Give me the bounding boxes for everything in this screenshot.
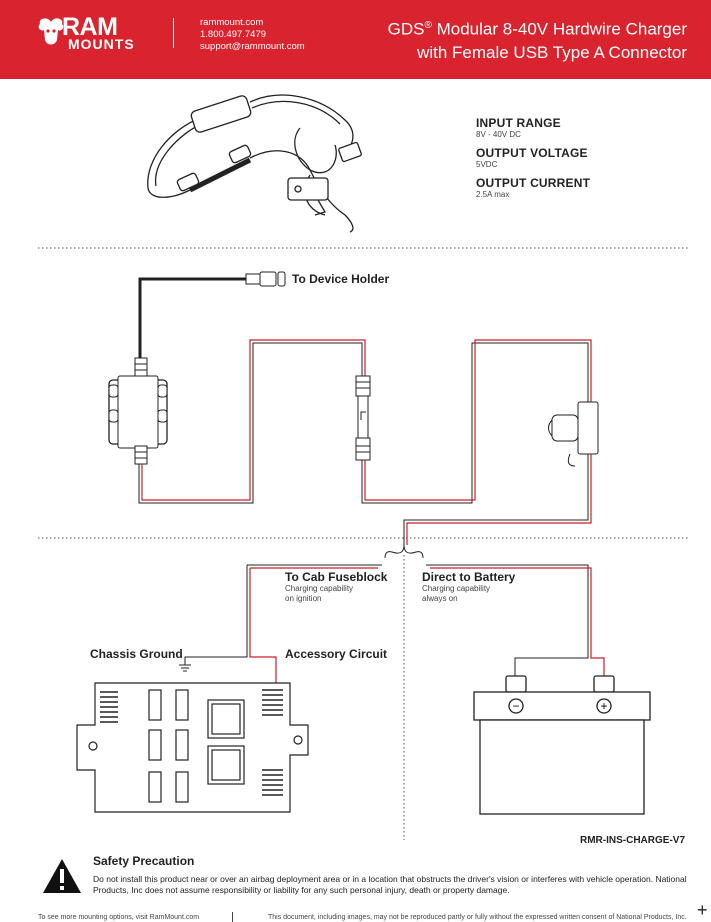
label-to-cab-fuseblock: To Cab Fuseblock (285, 570, 388, 584)
registered-mark: ® (424, 20, 432, 31)
phone-number: 1.800.497.7479 (200, 29, 267, 40)
email-link[interactable]: support@rammount.com (200, 41, 305, 52)
title-line2: with Female USB Type A Connector (417, 42, 687, 62)
note-battery: Charging capability always on (422, 584, 490, 604)
footer-left: To see more mounting options, visit RamM… (38, 914, 200, 921)
wiring-diagram (108, 271, 605, 690)
spec-output-voltage: OUTPUT VOLTAGE 5VDC (476, 146, 588, 169)
ram-head-icon (38, 18, 64, 45)
spec-value: 8V - 40V DC (476, 130, 521, 139)
fuse-block-slots (100, 689, 283, 796)
spec-input-range: INPUT RANGE 8V - 40V DC (476, 116, 561, 139)
website-link[interactable]: rammount.com (200, 17, 264, 28)
battery-positive-symbol: + (600, 699, 607, 713)
spec-value: 5VDC (476, 160, 498, 169)
title-line1: Modular 8-40V Hardwire Charger (431, 19, 687, 39)
spec-label: OUTPUT VOLTAGE (476, 146, 588, 160)
document-code: RMR-INS-CHARGE-V7 (580, 835, 685, 846)
footer-divider (232, 912, 233, 922)
footer-right: This document, including images, may not… (268, 914, 687, 921)
ram-mounts-logo: RAM MOUNTS (36, 13, 152, 56)
header-banner: RAM MOUNTS rammount.com 1.800.497.7479 s… (0, 0, 711, 79)
safety-body: Do not install this product near or over… (93, 874, 687, 895)
label-accessory-circuit: Accessory Circuit (285, 647, 388, 661)
spec-label: OUTPUT CURRENT (476, 176, 591, 190)
battery (473, 675, 651, 815)
note-line: on ignition (285, 594, 322, 603)
note-line: Charging capability (422, 584, 491, 593)
label-direct-to-battery: Direct to Battery (422, 570, 516, 584)
header-divider (173, 18, 174, 48)
fuse-block (76, 682, 309, 813)
page-title: GDS® Modular 8-40V Hardwire Charger with… (388, 14, 687, 64)
brand-ram: RAM (62, 13, 118, 41)
safety-title: Safety Precaution (93, 854, 195, 868)
contact-info: rammount.com 1.800.497.7479 support@ramm… (200, 17, 305, 53)
note-fuseblock: Charging capability on ignition (285, 584, 353, 604)
brand-mounts: MOUNTS (68, 36, 135, 52)
spec-value: 2.5A max (476, 190, 510, 199)
note-line: always on (422, 594, 458, 603)
product-illustration (147, 94, 362, 233)
label-chassis-ground: Chassis Ground (90, 647, 183, 661)
title-prefix: GDS (387, 19, 425, 39)
crosshair-icon: + (697, 900, 708, 920)
note-line: Charging capability (285, 584, 354, 593)
spec-label: INPUT RANGE (476, 116, 561, 130)
spec-output-current: OUTPUT CURRENT 2.5A max (476, 176, 590, 199)
battery-negative-symbol: − (512, 699, 519, 713)
warning-icon (43, 859, 81, 893)
label-to-device-holder: To Device Holder (292, 272, 390, 286)
